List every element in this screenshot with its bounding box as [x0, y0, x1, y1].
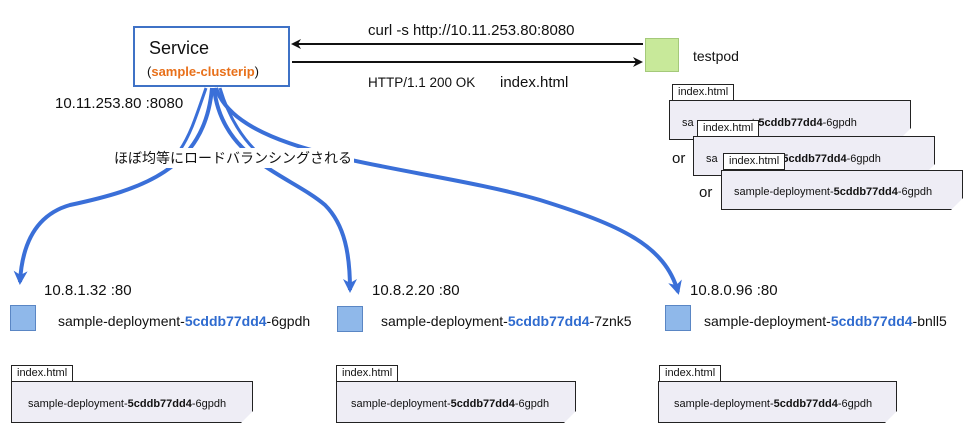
- curl-command: curl -s http://10.11.253.80:8080: [368, 22, 575, 39]
- service-title: Service: [149, 38, 210, 58]
- pod1-icon: [10, 305, 36, 331]
- pod3-address: 10.8.0.96 :80: [690, 282, 778, 299]
- lb-arrow-pod1: [13, 87, 214, 285]
- pod3-doc-text: sample-deployment-5cddb77dd4-6gpdh: [674, 398, 873, 410]
- service-name: sample-clusterip: [151, 64, 255, 79]
- service-subtitle: (sample-clusterip): [147, 64, 260, 79]
- lb-arrow-pod3: [214, 87, 682, 295]
- pod3-doc-tab: index.html: [659, 365, 722, 382]
- pod1-address: 10.8.1.32 :80: [44, 282, 132, 299]
- response-status: HTTP/1.1 200 OK: [368, 75, 476, 90]
- pod1-name: sample-deployment-5cddb77dd4-6gpdh: [58, 313, 311, 329]
- pod3-name: sample-deployment-5cddb77dd4-bnll5: [704, 313, 947, 329]
- lb-arrow-pod2: [212, 87, 357, 293]
- lb-arrow-extra-2: [218, 87, 257, 152]
- response-file: index.html: [500, 74, 569, 91]
- pod1-doc-text: sample-deployment-5cddb77dd4-6gpdh: [28, 398, 227, 410]
- pod2-doc-tab: index.html: [336, 365, 399, 382]
- pod3-doc: sample-deployment-5cddb77dd4-6gpdh: [658, 381, 897, 423]
- result-doc-2-tab: index.html: [697, 120, 760, 137]
- pod2-icon: [337, 306, 363, 332]
- result-doc-1-tab: index.html: [672, 84, 735, 101]
- result-doc-3: sample-deployment-5cddb77dd4-6gpdh: [721, 170, 963, 210]
- result-doc-3-text: sample-deployment-5cddb77dd4-6gpdh: [734, 186, 933, 198]
- load-balance-label: ほぼ均等にロードバランシングされる: [112, 148, 354, 168]
- lb-arrow-extra-1: [178, 87, 208, 151]
- pod2-name: sample-deployment-5cddb77dd4-7znk5: [381, 313, 632, 329]
- pod2-doc: sample-deployment-5cddb77dd4-6gpdh: [336, 381, 576, 423]
- or-label-1: or: [672, 150, 686, 167]
- pod2-address: 10.8.2.20 :80: [372, 282, 460, 299]
- pod3-icon: [665, 305, 691, 331]
- testpod-icon: [645, 38, 679, 72]
- pod2-doc-text: sample-deployment-5cddb77dd4-6gpdh: [351, 398, 550, 410]
- testpod-label: testpod: [693, 48, 739, 64]
- service-address: 10.11.253.80 :8080: [55, 95, 184, 112]
- pod1-doc: sample-deployment-5cddb77dd4-6gpdh: [11, 381, 253, 423]
- service-box: Service (sample-clusterip): [133, 26, 290, 87]
- result-doc-3-tab: index.html: [723, 153, 786, 170]
- or-label-2: or: [699, 184, 713, 201]
- pod1-doc-tab: index.html: [11, 365, 74, 382]
